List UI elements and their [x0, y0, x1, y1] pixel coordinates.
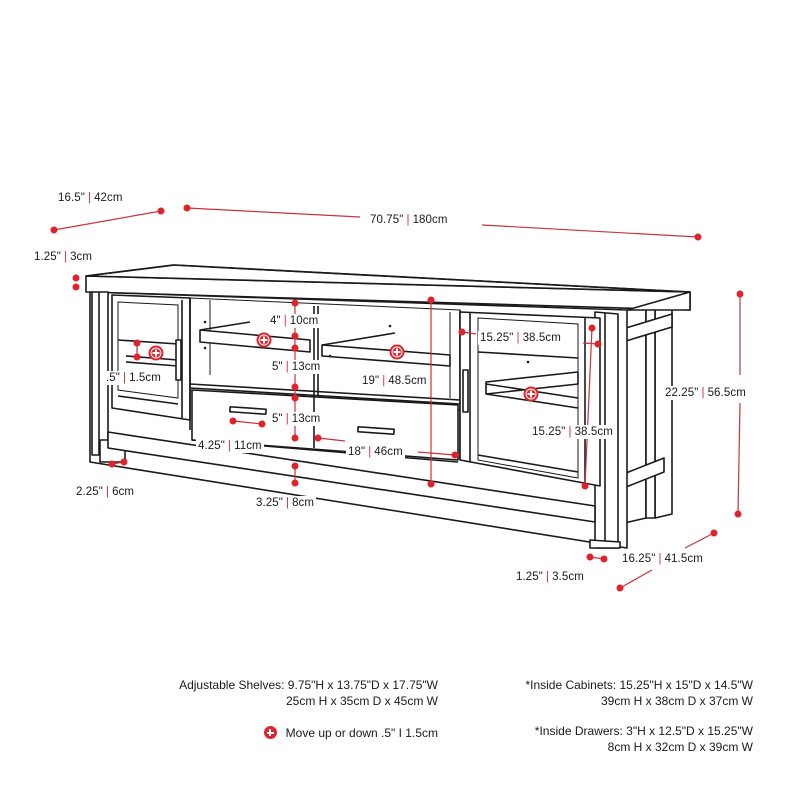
dim-depth-base: 16.25"|41.5cm	[620, 552, 705, 566]
note-inside-drawers: *Inside Drawers: 3"H x 12.5"D x 15.25"W …	[534, 724, 753, 754]
dim-cabinet-height: 15.25"|38.5cm	[530, 425, 615, 439]
right-door-handle	[462, 369, 469, 413]
dim-leg-width-side: 1.25"|3.5cm	[514, 570, 586, 584]
dim-lower-opening: 5"|13cm	[270, 360, 323, 374]
left-door-handle	[175, 339, 182, 381]
drawer-handle-right	[357, 425, 395, 436]
dim-total-height: 22.25"|56.5cm	[663, 386, 748, 400]
dim-drawer-width: 18"|46cm	[346, 445, 405, 459]
plus-circle-icon	[148, 345, 164, 361]
adjustable-markers	[148, 332, 539, 402]
dim-upper-opening: 4"|10cm	[268, 314, 321, 328]
dim-width: 70.75"|180cm	[368, 213, 450, 227]
note-move-legend: Move up or down .5" I 1.5cm	[263, 725, 438, 741]
dim-clearance: 3.25"|8cm	[254, 496, 317, 510]
dim-top-thickness: 1.25"|3cm	[32, 250, 95, 264]
dim-cabinet-width: 15.25"|38.5cm	[478, 331, 563, 345]
plus-circle-icon	[263, 726, 277, 739]
dim-leg-width-front: 2.25"|6cm	[74, 485, 137, 499]
dim-drawer-offset: 4.25"|11cm	[196, 439, 264, 453]
plus-circle-icon	[389, 344, 405, 360]
dim-shelf-adjust-left: .5"|1.5cm	[104, 371, 163, 385]
note-inside-cabinets: *Inside Cabinets: 15.25"H x 15"D x 14.5"…	[525, 678, 753, 708]
left-adjustable-shelf	[199, 329, 311, 353]
note-adjustable-shelves: Adjustable Shelves: 9.75"H x 13.75"D x 1…	[179, 678, 438, 708]
dim-depth-top: 16.5"|42cm	[56, 191, 125, 205]
plus-circle-icon	[523, 386, 539, 402]
dimension-lines	[50, 204, 744, 592]
right-adjustable-shelf	[321, 344, 451, 367]
dim-drawer-height: 5"|13cm	[270, 412, 323, 426]
plus-circle-icon	[256, 332, 272, 348]
dim-center-height: 19"|48.5cm	[360, 374, 429, 388]
right-cabinet-shelf	[485, 371, 579, 395]
drawer-handle-left	[229, 405, 267, 416]
tv-stand-body	[85, 264, 691, 549]
